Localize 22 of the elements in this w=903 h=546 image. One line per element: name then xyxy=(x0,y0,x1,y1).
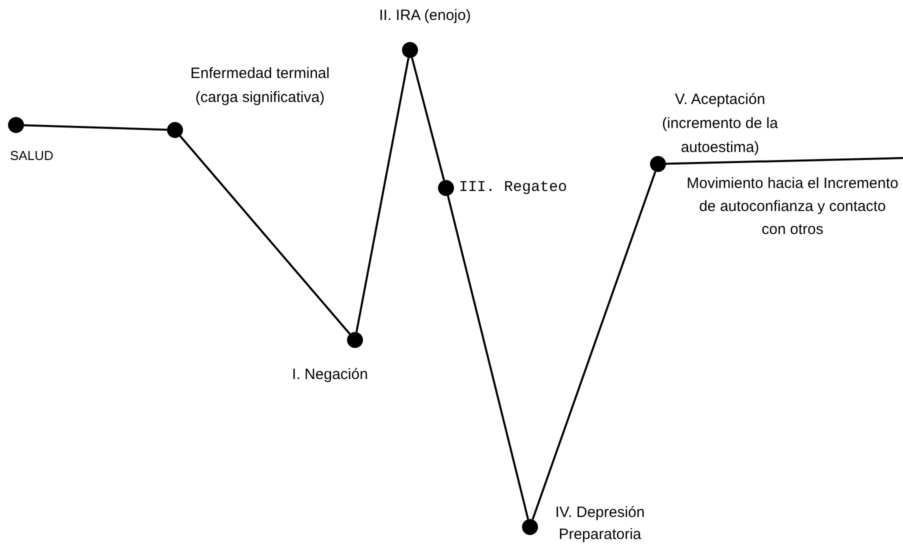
stage-label: III. Regateo xyxy=(459,178,568,198)
line-segment xyxy=(356,58,410,332)
stage-label: V. Aceptación (incremento de la autoestima) xyxy=(661,90,779,158)
stage-dot xyxy=(347,332,363,348)
line-segment xyxy=(446,196,530,520)
stage-label: IV. Depresión Preparatoria xyxy=(554,503,646,545)
line-segment xyxy=(24,124,168,131)
line-segment xyxy=(532,171,656,520)
stage-label: Enfermedad terminal (carga significativa) xyxy=(189,64,331,108)
stage-dot xyxy=(522,519,538,535)
stage-dot xyxy=(402,42,418,58)
stage-label: I. Negación xyxy=(291,365,369,385)
line-segment xyxy=(666,157,903,165)
line-segment xyxy=(411,57,445,181)
edge-label: Movimiento hacia el Incremento de autoconfianza y contacto con otros xyxy=(686,174,900,240)
stage-label: II. IRA (enojo) xyxy=(378,6,472,26)
stage-dot xyxy=(8,117,24,133)
stage-dot xyxy=(167,122,183,138)
stage-dot xyxy=(650,156,666,172)
stage-label: SALUD xyxy=(10,147,54,165)
stage-dot xyxy=(438,180,454,196)
line-segment xyxy=(179,135,351,335)
